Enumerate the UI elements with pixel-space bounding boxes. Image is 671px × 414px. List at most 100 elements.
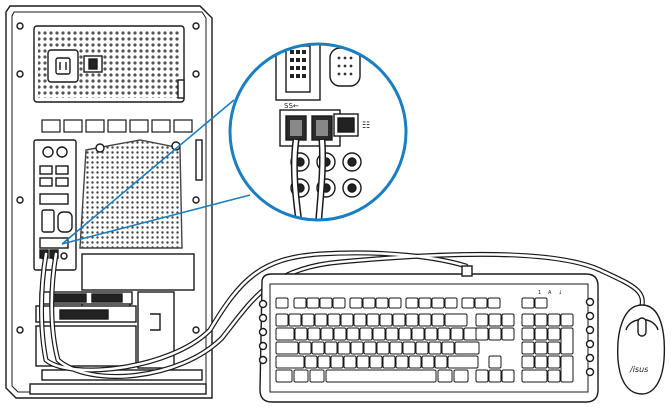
side-panel-slot: [81, 253, 195, 291]
mouse-icon: /isus: [617, 304, 666, 395]
keyboard-key: [488, 313, 502, 327]
keyboard-key: [275, 313, 289, 327]
keyboard-key: [534, 327, 548, 341]
ps2-port-icon: [42, 146, 54, 158]
keyboard-key: [356, 355, 370, 369]
keyboard-key: [405, 313, 419, 327]
keyboard-key: [418, 313, 432, 327]
keyboard-key: [346, 327, 360, 341]
keyboard-key: [547, 313, 561, 327]
keyboard-key: [454, 341, 480, 355]
keyboard-key: [521, 327, 535, 341]
keyboard-key: [275, 327, 295, 341]
keyboard-key: [475, 327, 489, 341]
lan-symbol-label: ☷: [362, 121, 370, 131]
keyboard-key: [547, 369, 561, 383]
keyboard-key: [444, 313, 468, 327]
keyboard-key: [298, 341, 312, 355]
keyboard-key: [353, 313, 367, 327]
keyboard-leds: 1 A ↓: [538, 290, 562, 296]
usb-port-icon: [39, 165, 53, 175]
keyboard-key: [275, 369, 293, 383]
keyboard-key: [304, 355, 318, 369]
slot-cover-row: [41, 119, 193, 133]
keyboard-key: [475, 313, 489, 327]
keyboard-key: [402, 341, 416, 355]
keyboard-key: [547, 341, 561, 355]
keyboard-key: [441, 341, 455, 355]
keyboard-key: [418, 297, 432, 309]
keyboard-key: [501, 327, 515, 341]
keyboard-key: [424, 327, 438, 341]
keyboard-key: [309, 369, 325, 383]
keyboard-key: [521, 355, 535, 369]
keyboard-key: [534, 355, 548, 369]
keyboard-key: [405, 297, 419, 309]
keyboard-key: [294, 327, 308, 341]
keyboard-key: [415, 341, 429, 355]
keyboard-key: [388, 297, 402, 309]
keyboard-key: [501, 313, 515, 327]
keyboard-key: [362, 297, 376, 309]
keyboard-key: [314, 313, 328, 327]
keyboard-key: [340, 313, 354, 327]
pc-tower: [5, 5, 213, 399]
keyboard-key: [317, 355, 331, 369]
keyboard-key: [398, 327, 412, 341]
keyboard-key: [488, 327, 502, 341]
keyboard-key: [324, 341, 338, 355]
led-label: 1: [538, 290, 541, 296]
screw: [192, 70, 200, 78]
screw: [16, 22, 24, 30]
keyboard-key: [547, 355, 561, 369]
screw: [192, 22, 200, 30]
keyboard-key: [453, 369, 469, 383]
keyboard-key: [488, 355, 502, 369]
keyboard-side-buttons: [258, 297, 595, 377]
keyboard-icon: 1 A ↓: [258, 265, 599, 403]
keyboard-key: [359, 327, 373, 341]
keyboard-key: [560, 313, 574, 327]
keyboard-key: [372, 327, 386, 341]
mouse-scroll-wheel: [637, 317, 647, 337]
keyboard-key: [288, 313, 302, 327]
keyboard-key: [501, 369, 515, 383]
keyboard-key: [521, 297, 535, 309]
keyboard-key: [376, 341, 390, 355]
keyboard-key: [293, 297, 307, 309]
keyboard-key: [392, 313, 406, 327]
keyboard-key: [461, 297, 475, 309]
mouse-body: [617, 304, 666, 395]
keyboard-key: [319, 297, 333, 309]
keyboard-key: [444, 297, 458, 309]
keyboard-key: [521, 369, 548, 383]
keyboard-key: [275, 355, 305, 369]
keyboard-key: [521, 313, 535, 327]
keyboard-key: [366, 313, 380, 327]
screw: [16, 196, 24, 204]
keyboard-key: [350, 341, 364, 355]
keyboard-key: [375, 297, 389, 309]
keyboard-key: [521, 341, 535, 355]
keyboard-key: [311, 341, 325, 355]
keyboard-key: [408, 355, 422, 369]
vent-grille: [79, 139, 183, 249]
keyboard-key: [363, 341, 377, 355]
keyboard-key: [379, 313, 393, 327]
keyboard-key: [325, 369, 437, 383]
keyboard-key: [343, 355, 357, 369]
keyboard-key: [431, 313, 445, 327]
keyboard-key: [428, 341, 442, 355]
keyboard-key: [395, 355, 409, 369]
keyboard-key: [275, 297, 289, 309]
keyboard-key: [327, 313, 341, 327]
keyboard-key: [333, 327, 347, 341]
keyboard-key: [474, 297, 488, 309]
keyboard-keys: [275, 297, 574, 383]
keyboard-key: [534, 341, 548, 355]
keyboard-key: [534, 297, 548, 309]
keyboard-key: [437, 369, 453, 383]
led-label: ↓: [558, 290, 562, 296]
keyboard-key: [369, 355, 383, 369]
keyboard-key: [307, 327, 321, 341]
